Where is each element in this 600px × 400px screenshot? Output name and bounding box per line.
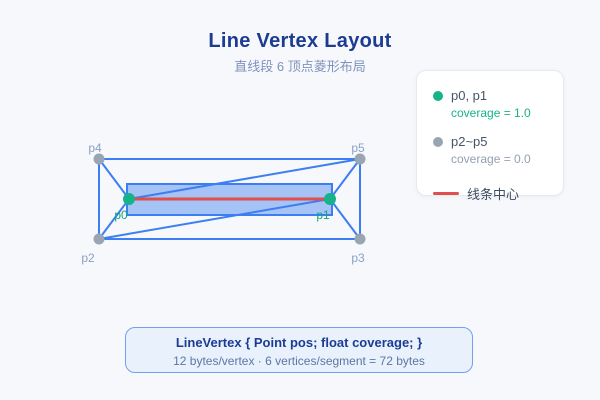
vertex-p3-dot <box>354 233 366 245</box>
vertex-p0-label: p0 <box>114 208 128 222</box>
vertex-p4-dot <box>93 153 105 165</box>
legend-item-label: p0, p1 <box>451 88 488 103</box>
vertex-p2-label: p2 <box>81 251 95 265</box>
legend-panel: p0, p1 coverage = 1.0 p2~p5 coverage = 0… <box>416 70 564 202</box>
vertex-p0-dot <box>123 193 135 205</box>
legend-item-label: 线条中心 <box>467 187 520 202</box>
page-subtitle: 直线段 6 顶点菱形布局 <box>234 59 366 74</box>
struct-size-note: 12 bytes/vertex · 6 vertices/segment = 7… <box>173 354 425 368</box>
vertex-struct-infobox: LineVertex { Point pos; float coverage; … <box>125 327 473 373</box>
red-line-icon <box>433 192 459 195</box>
green-dot-icon <box>433 90 443 101</box>
legend-item-outer-vertices: p2~p5 coverage = 0.0 <box>433 134 549 166</box>
page-title: Line Vertex Layout <box>208 30 392 52</box>
struct-definition: LineVertex { Point pos; float coverage; … <box>175 335 423 350</box>
edge-p2-p1 <box>98 198 331 240</box>
legend-item-center-line: 线条中心 <box>433 184 549 203</box>
vertex-p3-label: p3 <box>351 251 365 265</box>
legend-item-label: p2~p5 <box>451 134 488 149</box>
edge-p2-p0 <box>98 198 130 240</box>
edge-p0-p5 <box>128 158 361 200</box>
vertex-p5-dot <box>354 153 366 165</box>
outer-vertices <box>93 153 366 245</box>
legend-item-sublabel: coverage = 0.0 <box>451 152 531 166</box>
mesh-edges <box>98 158 361 240</box>
cap-vertices <box>123 193 336 205</box>
gray-dot-icon <box>433 136 443 147</box>
vertex-p1-dot <box>324 193 336 205</box>
legend-item-sublabel: coverage = 1.0 <box>451 106 531 120</box>
edge-p4-p0 <box>98 158 130 200</box>
edge-p3-p1 <box>329 198 361 240</box>
legend-item-cap-vertices: p0, p1 coverage = 1.0 <box>433 88 549 120</box>
vertex-p2-dot <box>93 233 105 245</box>
vertex-p5-label: p5 <box>351 141 365 155</box>
vertex-p1-label: p1 <box>316 208 330 222</box>
edge-p5-p1 <box>329 158 361 200</box>
vertex-p4-label: p4 <box>88 141 102 155</box>
